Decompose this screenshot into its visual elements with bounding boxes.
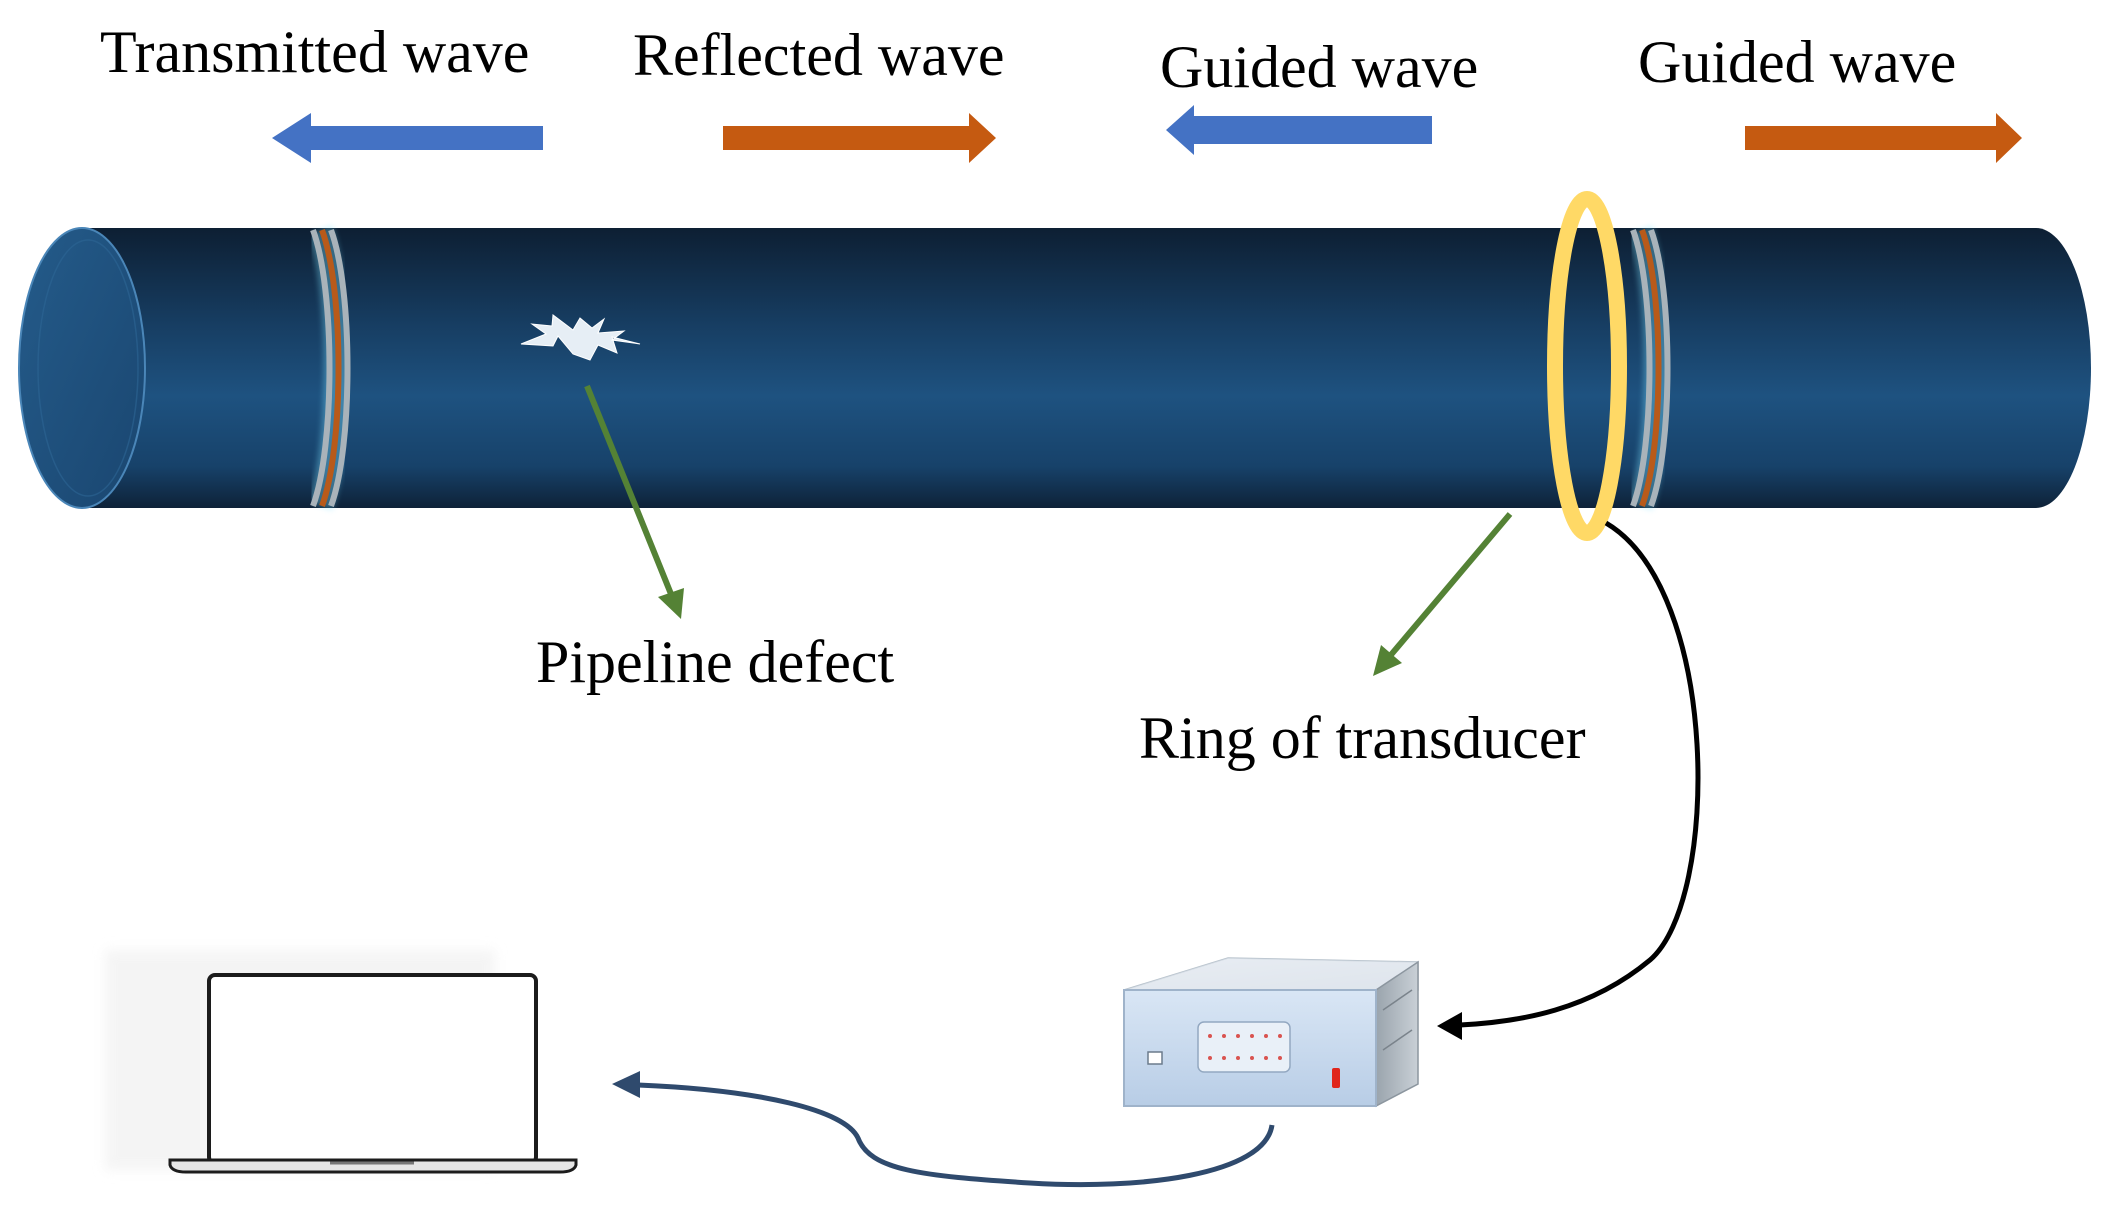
pipeline — [18, 191, 2091, 541]
arrow-guided-wave-right — [1745, 113, 2022, 163]
wave-band-right — [1627, 225, 1671, 511]
arrow-transmitted-wave — [272, 113, 543, 163]
pointer-ring-of-transducer — [1373, 512, 1513, 676]
label-guided-wave-right: Guided wave — [1638, 29, 1956, 95]
transducer-ring — [1547, 191, 1627, 541]
arrow-reflected-wave — [723, 113, 996, 163]
left-arrow-icon — [1166, 105, 1432, 155]
label-guided-wave-left: Guided wave — [1160, 34, 1478, 100]
arrowhead-icon — [612, 1071, 640, 1098]
pointer-pipeline-defect — [584, 384, 684, 619]
transducer-cable — [1437, 520, 1701, 1040]
wave-band-left — [307, 225, 351, 511]
label-reflected-wave: Reflected wave — [633, 22, 1004, 88]
starburst-icon — [520, 314, 641, 361]
right-arrow-icon — [723, 113, 996, 163]
laptop-cable — [612, 1071, 1275, 1188]
laptop-icon — [105, 950, 578, 1174]
pipe-body — [82, 228, 2091, 508]
right-arrow-icon — [1745, 113, 2022, 163]
pipe-open-end — [18, 227, 146, 509]
label-ring-of-transducer: Ring of transducer — [1139, 705, 1586, 771]
signal-generator-icon — [1123, 957, 1419, 1108]
label-transmitted-wave: Transmitted wave — [100, 19, 529, 85]
label-pipeline-defect: Pipeline defect — [536, 629, 895, 695]
left-arrow-icon — [272, 113, 543, 163]
arrow-guided-wave-left — [1166, 105, 1432, 155]
arrowhead-icon — [1437, 1012, 1462, 1040]
